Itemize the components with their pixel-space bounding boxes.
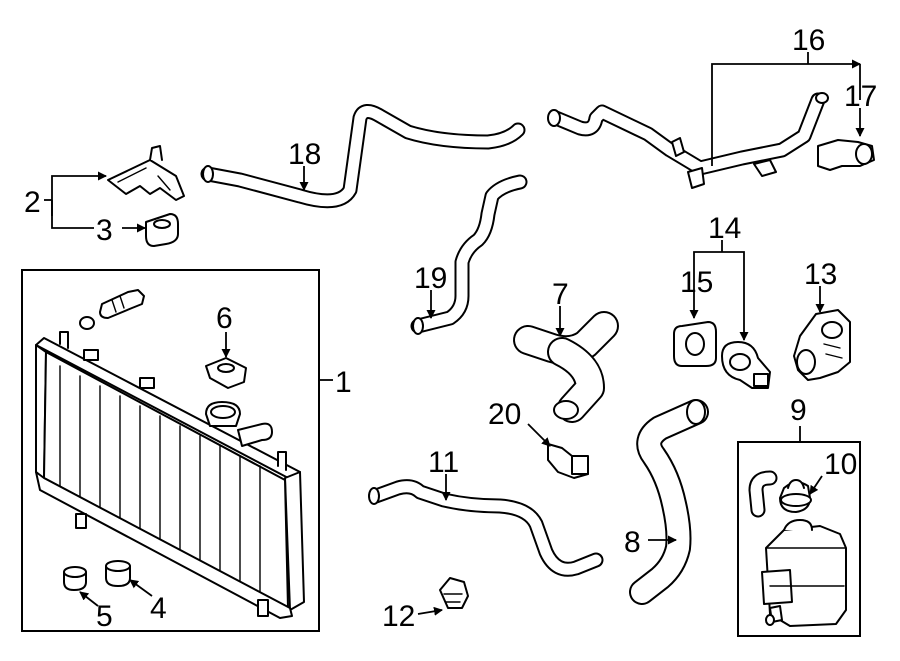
- leader-12: [417, 606, 443, 616]
- reservoir-cap: [779, 479, 812, 513]
- callout-18: 18: [288, 138, 321, 171]
- callout-12: 12: [382, 600, 415, 633]
- bracket: [107, 145, 185, 201]
- lower-mount-cushions: [63, 560, 131, 591]
- callout-10: 10: [824, 448, 857, 481]
- callout-1: 1: [335, 366, 352, 399]
- callout-4: 4: [150, 592, 167, 625]
- reservoir-group-box: [737, 441, 861, 637]
- leader-20: [527, 423, 551, 447]
- radiator-illustration: [35, 331, 305, 619]
- callout-2: 2: [24, 186, 41, 219]
- reservoir-hose-short: [748, 470, 778, 518]
- bracket-cushion: [145, 213, 179, 247]
- thermostat-housing: [793, 309, 851, 381]
- hose-clamp: [439, 577, 469, 609]
- callout-14: 14: [708, 212, 741, 245]
- bypass-hose: [410, 174, 528, 335]
- pipe-connector: [817, 139, 875, 171]
- leader-2-upper: [51, 171, 107, 216]
- thermostat-gasket: [673, 321, 717, 367]
- leader-5: [79, 591, 99, 607]
- callout-19: 19: [414, 262, 447, 295]
- radiator-group-box: [21, 269, 320, 632]
- callout-16: 16: [792, 24, 825, 57]
- lower-radiator-hose: [513, 311, 619, 423]
- callout-7: 7: [552, 278, 569, 311]
- drain-plug: [79, 289, 145, 330]
- upper-radiator-hose: [200, 104, 526, 209]
- upper-mount-cushion: [205, 357, 247, 389]
- callout-15: 15: [680, 266, 713, 299]
- water-pipe: [547, 92, 829, 189]
- thermostat: [721, 341, 771, 389]
- callout-6: 6: [216, 302, 233, 335]
- reservoir-hose: [629, 399, 709, 605]
- callout-17: 17: [844, 80, 877, 113]
- callout-3: 3: [96, 214, 113, 247]
- heater-hose: [368, 479, 604, 577]
- callout-5: 5: [96, 600, 113, 633]
- leader-16: [711, 59, 861, 166]
- temperature-sensor: [547, 443, 589, 479]
- leader-2-lower: [51, 200, 94, 229]
- callout-20: 20: [488, 398, 521, 431]
- callout-13: 13: [804, 258, 837, 291]
- leader-10: [809, 475, 823, 495]
- callout-9: 9: [790, 394, 807, 427]
- callout-11: 11: [428, 446, 459, 479]
- leader-14: [693, 251, 749, 341]
- callout-8: 8: [624, 526, 641, 559]
- coolant-reservoir: [761, 519, 847, 627]
- leader-4: [129, 579, 153, 597]
